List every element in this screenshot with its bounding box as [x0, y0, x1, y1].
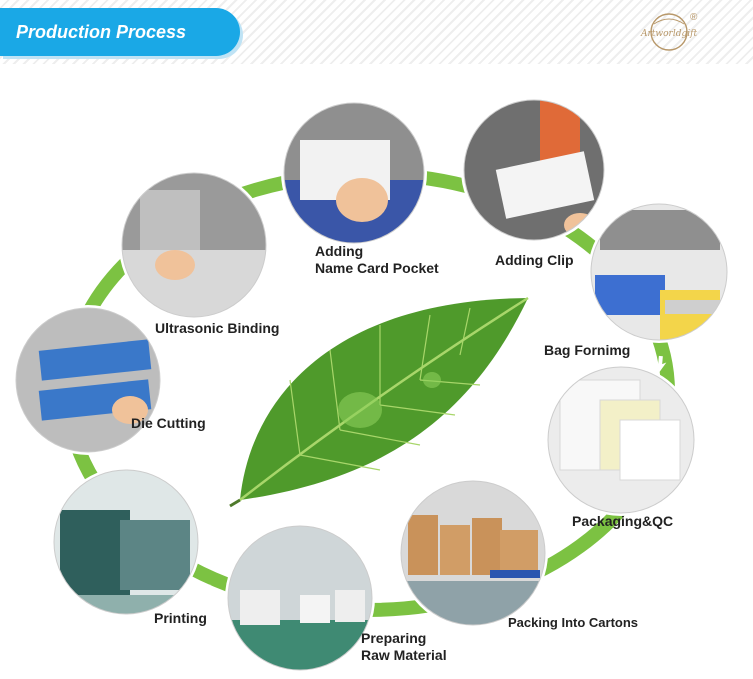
step-photo-die-cutting — [13, 305, 163, 455]
step-photo-packing-into-cartons — [398, 478, 548, 628]
step-label-packing-into-cartons: Packing Into Cartons — [508, 614, 638, 631]
step-label-adding-name-card-pocket: Adding Name Card Pocket — [315, 243, 439, 277]
water-drop — [338, 392, 382, 428]
arrow-icon — [542, 489, 562, 508]
step-photo-bag-forming — [588, 201, 735, 343]
step-label-die-cutting: Die Cutting — [131, 415, 206, 432]
step-label-bag-forming: Bag Fornimg — [544, 342, 630, 359]
step-photo-ultrasonic-binding — [119, 170, 269, 320]
step-label-packaging-qc: Packaging&QC — [572, 513, 673, 530]
step-label-printing: Printing — [154, 610, 207, 627]
step-label-adding-clip: Adding Clip — [495, 252, 574, 269]
step-photo-printing — [51, 467, 201, 617]
step-photo-preparing-raw-material — [225, 523, 375, 673]
arrow-icon — [375, 573, 392, 586]
step-photo-adding-name-card-pocket — [281, 100, 427, 246]
arrow-icon — [54, 464, 66, 480]
arrow-icon — [612, 175, 632, 194]
step-photo-adding-clip — [461, 97, 607, 243]
step-label-ultrasonic-binding: Ultrasonic Binding — [155, 320, 279, 337]
step-label-preparing-raw-material: Preparing Raw Material — [361, 630, 447, 664]
step-photo-packaging-qc — [545, 364, 697, 516]
